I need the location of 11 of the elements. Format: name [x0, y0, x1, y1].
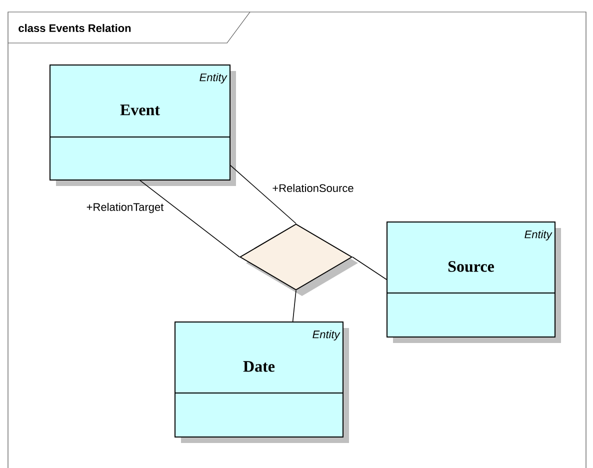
connector-line [352, 256, 387, 280]
entity-box: Entity Event [50, 64, 236, 186]
connector-line [230, 165, 296, 224]
title-tab: class Events Relation [8, 12, 250, 44]
connector-line [140, 180, 240, 258]
role-label: +RelationSource [270, 182, 356, 194]
connector-line [292, 290, 296, 322]
role-label: +RelationTarget [84, 201, 166, 215]
entity-box: Entity Source [386, 222, 561, 343]
association-diamond [239, 224, 358, 296]
entity-box: Entity Date [174, 322, 349, 443]
